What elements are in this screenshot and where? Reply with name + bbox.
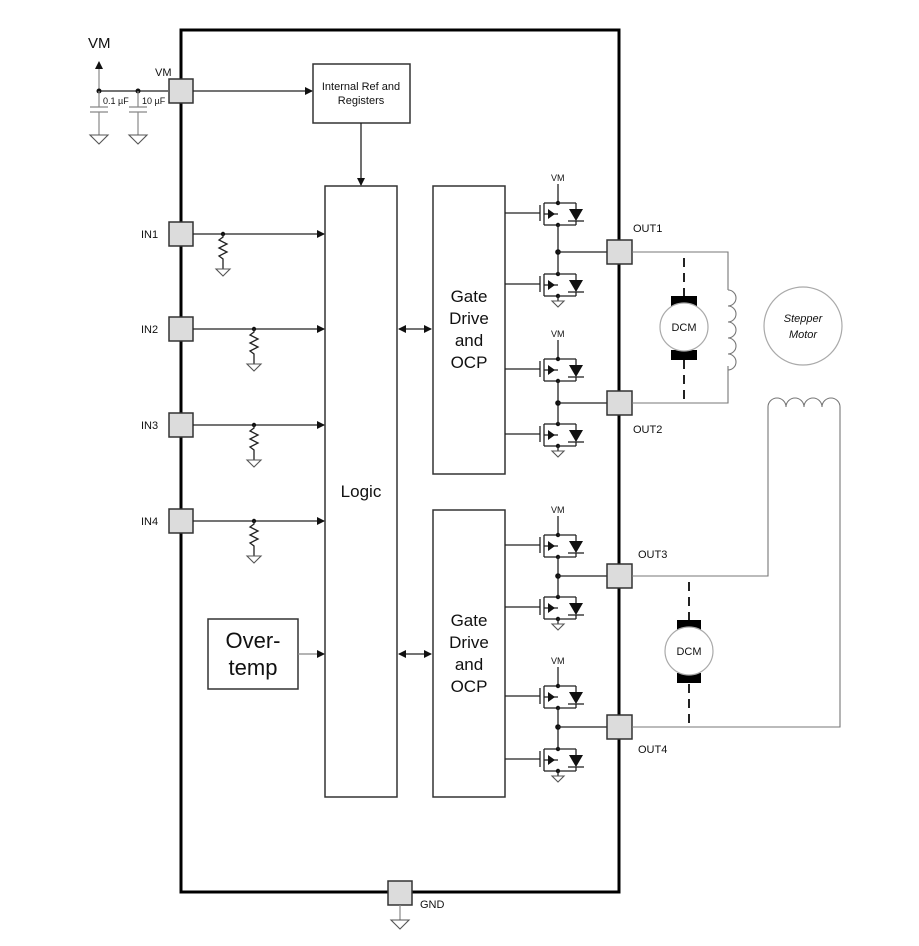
load-wiring [632, 251, 841, 728]
gate-drive-1-line4: OCP [451, 353, 488, 372]
dc-motor-1-label: DCM [671, 322, 696, 334]
stepper-label-line1: Stepper [784, 313, 824, 325]
input-pin-pad [168, 412, 194, 438]
diode-icon [569, 430, 583, 442]
ground-icon [550, 300, 566, 308]
logic-label: Logic [341, 482, 382, 501]
stepper-motor: Stepper Motor [763, 286, 843, 366]
ground-icon [550, 775, 566, 783]
gate-drive-block-2: Gate Drive and OCP [398, 509, 506, 798]
input-pin-pad [168, 316, 194, 342]
input-pin-2: IN2 [141, 316, 325, 372]
input-pin-4: IN4 [141, 508, 325, 564]
ground-icon [214, 268, 232, 277]
dc-motor-2-label: DCM [676, 646, 701, 658]
ground-icon [550, 623, 566, 631]
ground-icon [245, 555, 263, 564]
fet-vm-label: VM [551, 329, 565, 339]
input-pin-pad [168, 508, 194, 534]
gate-drive-block-1: Gate Drive and OCP [398, 185, 506, 475]
pulldown-resistor-icon [248, 329, 260, 364]
dc-motor-1: DCM [659, 296, 709, 360]
diode-icon [569, 541, 583, 553]
capacitor-label-10uF: 10 µF [142, 96, 166, 106]
logic-block: Logic [324, 185, 398, 798]
diode-icon [569, 365, 583, 377]
output-pin-2 [606, 390, 633, 416]
gnd-label: GND [420, 899, 445, 911]
vm-pin-label: VM [155, 67, 172, 79]
input-label: IN2 [141, 324, 158, 336]
ground-icon [550, 450, 566, 458]
stepper-label-line2: Motor [789, 329, 818, 341]
ground-icon [389, 919, 411, 930]
fet-vm-label: VM [551, 656, 565, 666]
ground-icon [127, 134, 149, 145]
fet-vm-label: VM [551, 505, 565, 515]
ground-icon [245, 363, 263, 372]
input-label: IN3 [141, 420, 158, 432]
gate-drive-2-line4: OCP [451, 677, 488, 696]
capacitor-label-0.1uF: 0.1 µF [103, 96, 129, 106]
diode-icon [569, 755, 583, 767]
input-pin-pad [168, 221, 194, 247]
pulldown-resistor-icon [248, 521, 260, 556]
vm-rail-label: VM [88, 35, 111, 52]
fet-vm-label: VM [551, 173, 565, 183]
output-pin-4 [606, 714, 633, 740]
gnd-pin-group: GND [387, 880, 445, 930]
vm-pin [168, 78, 194, 104]
internal-ref-label-line1: Internal Ref and [322, 81, 400, 93]
half-bridge-3: VM OUT3 [505, 505, 667, 631]
gnd-pin [387, 880, 413, 906]
gate-drive-1-line1: Gate [451, 287, 488, 306]
output-label: OUT1 [633, 223, 662, 235]
gate-drive-2-line1: Gate [451, 611, 488, 630]
gate-drive-2-line2: Drive [449, 633, 489, 652]
pulldown-resistor-icon [248, 425, 260, 460]
internal-ref-block: Internal Ref and Registers [312, 63, 411, 186]
overtemp-label-line1: Over- [226, 628, 281, 653]
pulldown-resistor-icon [217, 234, 229, 269]
diode-icon [569, 603, 583, 615]
diode-icon [569, 692, 583, 704]
half-bridge-4: VM OUT4 [505, 656, 667, 783]
output-label: OUT3 [638, 549, 667, 561]
input-label: IN4 [141, 516, 158, 528]
dc-motor-2: DCM [664, 620, 714, 683]
overtemp-block: Over- temp [207, 618, 325, 690]
internal-ref-label-line2: Registers [338, 95, 385, 107]
gate-drive-2-line3: and [455, 655, 483, 674]
ground-icon [88, 134, 110, 145]
diode-icon [569, 280, 583, 292]
output-label: OUT4 [638, 744, 667, 756]
vm-supply-network: VM 0.1 µF 10 µF VM [88, 35, 313, 145]
gate-drive-1-line3: and [455, 331, 483, 350]
input-pin-3: IN3 [141, 412, 325, 468]
ground-icon [245, 459, 263, 468]
ic-package-outline [179, 28, 621, 894]
half-bridge-1: VM OUT1 [505, 173, 662, 308]
output-pin-1 [606, 239, 633, 265]
input-pin-1: IN1 [141, 221, 325, 277]
diode-icon [569, 209, 583, 221]
gate-drive-1-line2: Drive [449, 309, 489, 328]
overtemp-label-line2: temp [229, 655, 278, 680]
output-label: OUT2 [633, 424, 662, 436]
half-bridge-2: VM OUT2 [505, 329, 662, 458]
output-pin-3 [606, 563, 633, 589]
input-label: IN1 [141, 229, 158, 241]
